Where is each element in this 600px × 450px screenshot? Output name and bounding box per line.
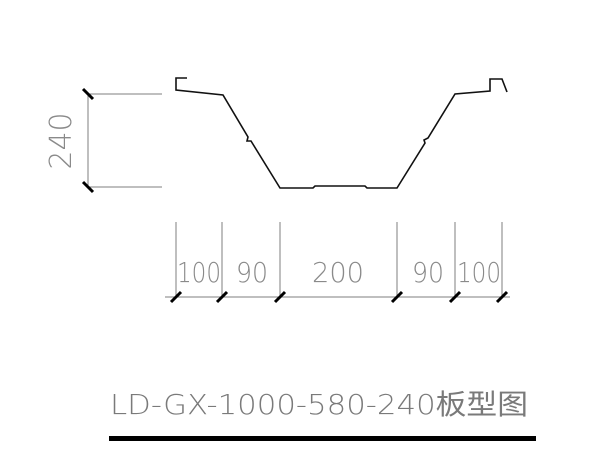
dimension-tick xyxy=(273,290,287,304)
title-underline xyxy=(109,436,536,441)
dimension-tick xyxy=(81,87,95,101)
width-dimension-label: 90 xyxy=(412,256,444,289)
height-dimension: 240 xyxy=(44,87,162,194)
dimension-tick xyxy=(390,290,404,304)
drawing-title: LD-GX-1000-580-240板型图 xyxy=(110,388,528,421)
width-dimension-label: 100 xyxy=(457,256,501,289)
dimension-tick xyxy=(215,290,229,304)
dimension-tick xyxy=(81,180,95,194)
deck-profile-outline xyxy=(175,77,508,189)
width-dimension-chain: 100 90 200 90 100 xyxy=(165,222,510,304)
width-dimension-label: 90 xyxy=(236,256,268,289)
dimension-tick xyxy=(169,290,183,304)
dimension-tick xyxy=(495,290,509,304)
width-dimension-label: 200 xyxy=(312,256,364,289)
width-dimension-label: 100 xyxy=(177,256,221,289)
dimension-tick xyxy=(448,290,462,304)
height-dimension-label: 240 xyxy=(44,112,79,169)
